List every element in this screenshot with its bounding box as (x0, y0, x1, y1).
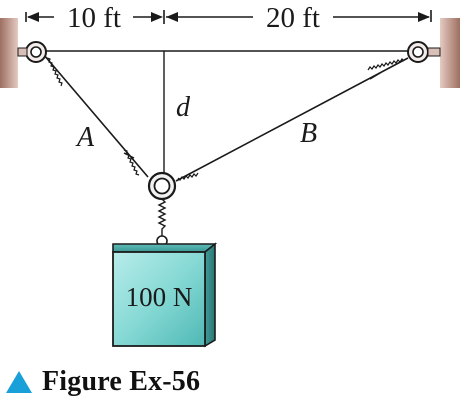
left-wall (0, 18, 18, 88)
right-wall (440, 18, 460, 88)
cable-a-wrap-top (46, 57, 63, 87)
arrowhead-right-start (166, 12, 178, 22)
cable-a (43, 54, 149, 178)
central-ring (147, 171, 177, 201)
caption-triangle-icon (6, 371, 32, 393)
cable-b-label: B (300, 118, 317, 149)
cable-b-tail (369, 72, 381, 80)
right-support-eye (407, 41, 441, 63)
sag-label: d (176, 92, 191, 123)
cable-a-tail (123, 152, 135, 159)
cable-b (175, 57, 409, 182)
weight-block (112, 242, 218, 348)
arrowhead-right-end (418, 12, 430, 22)
dimension-line-right (166, 10, 432, 22)
dimension-label-left: 10 ft (67, 2, 121, 34)
arrowhead-left-start (27, 12, 39, 22)
figure-caption: Figure Ex-56 (6, 360, 200, 404)
caption-text: Figure Ex-56 (42, 366, 201, 397)
cable-b-wrap-bottom (177, 172, 199, 181)
cable-b-wrap-top (367, 58, 405, 71)
arrowhead-left-end (151, 12, 163, 22)
dimension-label-right: 20 ft (266, 2, 320, 34)
hanger-cable (157, 198, 167, 238)
left-support-eye (17, 41, 47, 63)
weight-label: 100 N (126, 282, 193, 312)
cable-a-label: A (75, 122, 95, 153)
